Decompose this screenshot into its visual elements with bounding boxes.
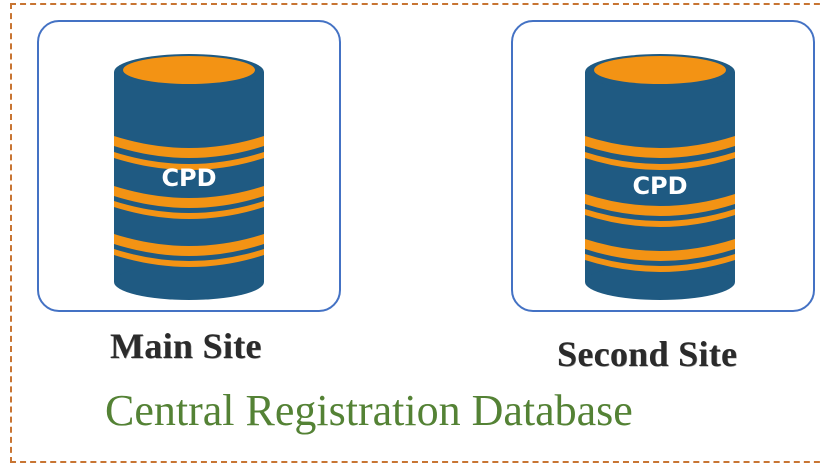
main-site-label: Main Site: [110, 326, 262, 366]
main-site-card: CPD: [37, 20, 341, 312]
diagram-title: Central Registration Database: [105, 386, 633, 435]
cpd-badge: CPD: [632, 172, 687, 200]
second-site-card: CPD: [511, 20, 815, 312]
database-icon: CPD: [585, 54, 735, 300]
cpd-badge: CPD: [161, 164, 216, 192]
second-site-label: Second Site: [557, 334, 738, 374]
database-icon: CPD: [114, 54, 264, 300]
